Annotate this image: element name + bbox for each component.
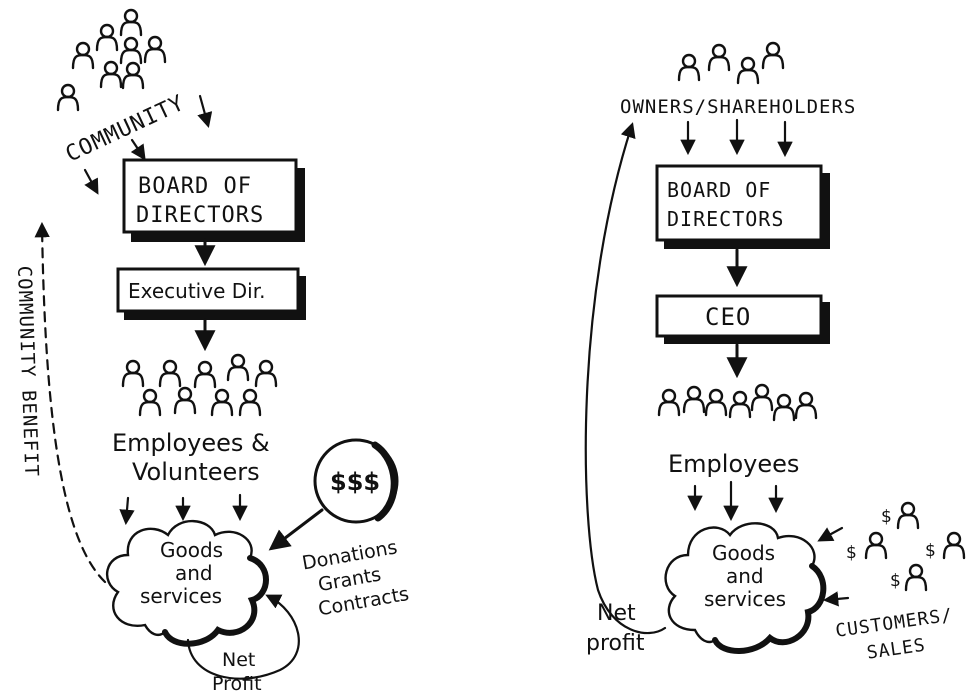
owners-arrows (680, 118, 793, 158)
right-goods-line1: Goods (712, 541, 775, 565)
funding-labels: Donations Grants Contracts (300, 536, 410, 620)
right-board-line2: DIRECTORS (667, 207, 784, 231)
dollar-sign-1: $ (881, 507, 892, 527)
right-net-line2: profit (586, 631, 645, 656)
customers-labels: CUSTOMERS/ SALES (834, 605, 954, 664)
left-goods-line1: Goods (160, 538, 223, 562)
customers-line2: SALES (865, 635, 927, 664)
left-net-profit-loop (186, 594, 300, 680)
left-goods-line2: and (175, 561, 213, 585)
left-employee-people (121, 353, 278, 417)
exec-label: Executive Dir. (128, 279, 265, 303)
ceo-label: CEO (705, 303, 751, 331)
dollar-sign-2: $ (846, 543, 857, 563)
community-arrows (83, 94, 213, 195)
customer-arrows (817, 526, 850, 607)
money-label: $$$ (330, 468, 380, 496)
right-employee-people (657, 383, 818, 422)
left-net-line2: Profit (212, 673, 262, 695)
left-goods-line3: services (140, 584, 222, 608)
right-employees-label: Employees (668, 450, 799, 478)
ceo-box (655, 294, 830, 344)
right-employees-arrows (687, 480, 784, 522)
left-board-line1: BOARD OF (138, 174, 252, 199)
community-people (56, 8, 167, 112)
customer-dollar-signs: $ $ $ $ (846, 507, 936, 591)
money-bubble (313, 438, 399, 524)
left-employees-line2: Volunteers (132, 458, 260, 486)
right-board-line1: BOARD OF (667, 178, 771, 202)
right-goods-line3: services (704, 587, 786, 611)
owners-label: OWNERS/SHAREHOLDERS (620, 96, 856, 118)
owner-people (677, 41, 785, 85)
dollar-sign-4: $ (890, 571, 901, 591)
dollar-sign-3: $ (925, 541, 936, 561)
community-benefit-arrow (34, 221, 107, 584)
money-to-goods-arrow (268, 508, 324, 551)
customers-line1: CUSTOMERS/ (834, 605, 954, 642)
left-board-line2: DIRECTORS (136, 203, 264, 228)
left-employees-arrows (119, 493, 248, 526)
exec-box (116, 267, 306, 320)
right-net-profit-arrow (584, 122, 667, 635)
right-goods-line2: and (726, 564, 764, 588)
right-board-box (655, 164, 830, 249)
left-employees-line1: Employees & (112, 429, 270, 457)
community-benefit-label: COMMUNITY BENEFIT (13, 265, 42, 477)
left-net-line1: Net (222, 649, 255, 671)
left-board-box (122, 158, 305, 242)
community-label: COMMUNITY (62, 91, 189, 168)
right-net-line1: Net (597, 601, 636, 626)
